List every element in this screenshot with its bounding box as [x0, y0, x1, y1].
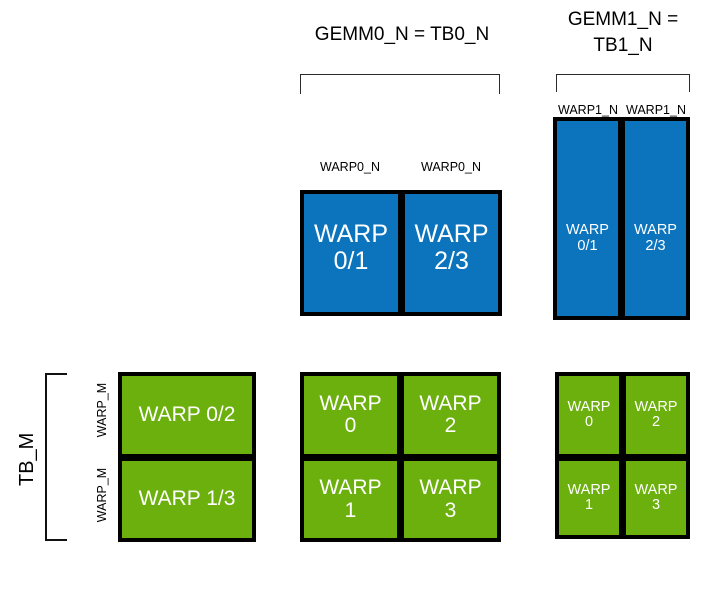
- warp1n-label-right: WARP1_N: [626, 103, 686, 117]
- green-middle-cell-r0c0: WARP 0: [300, 372, 401, 458]
- gemm0-group-caption: GEMM0_N = TB0_N: [314, 24, 490, 45]
- blue-gemm1-cell-0: WARP 0/1: [553, 117, 622, 320]
- warp0n-label-right: WARP0_N: [421, 160, 481, 174]
- blue-gemm1-cell-1: WARP 2/3: [621, 117, 690, 320]
- warp-m-label-bottom: WARP_M: [95, 467, 109, 523]
- blue-gemm0-cell-1: WARP 2/3: [401, 190, 502, 316]
- green-right-cell-r1c1: WARP 3: [622, 457, 690, 539]
- green-middle-cell-r1c0: WARP 1: [300, 457, 401, 542]
- green-right-cell-r0c1: WARP 2: [622, 372, 690, 458]
- warp-m-label-top: WARP_M: [95, 382, 109, 438]
- gemm1-span-bracket: [556, 74, 690, 92]
- green-right-cell-r1c0: WARP 1: [555, 457, 623, 539]
- tb-m-axis-label: TB_M: [16, 432, 38, 486]
- blue-gemm0-cell-0: WARP 0/1: [300, 190, 402, 316]
- gemm0-span-bracket: [300, 74, 500, 94]
- warp0n-label-left: WARP0_N: [320, 160, 380, 174]
- tb-m-span-bracket: [45, 373, 67, 541]
- green-middle-cell-r0c1: WARP 2: [400, 372, 501, 458]
- green-middle-cell-r1c1: WARP 3: [400, 457, 501, 542]
- warp1n-label-left: WARP1_N: [558, 103, 618, 117]
- gemm1-group-caption: GEMM1_N = TB1_N: [567, 9, 679, 56]
- green-left-cell-1: WARP 1/3: [118, 457, 256, 542]
- green-right-cell-r0c0: WARP 0: [555, 372, 623, 458]
- green-left-cell-0: WARP 0/2: [118, 372, 256, 458]
